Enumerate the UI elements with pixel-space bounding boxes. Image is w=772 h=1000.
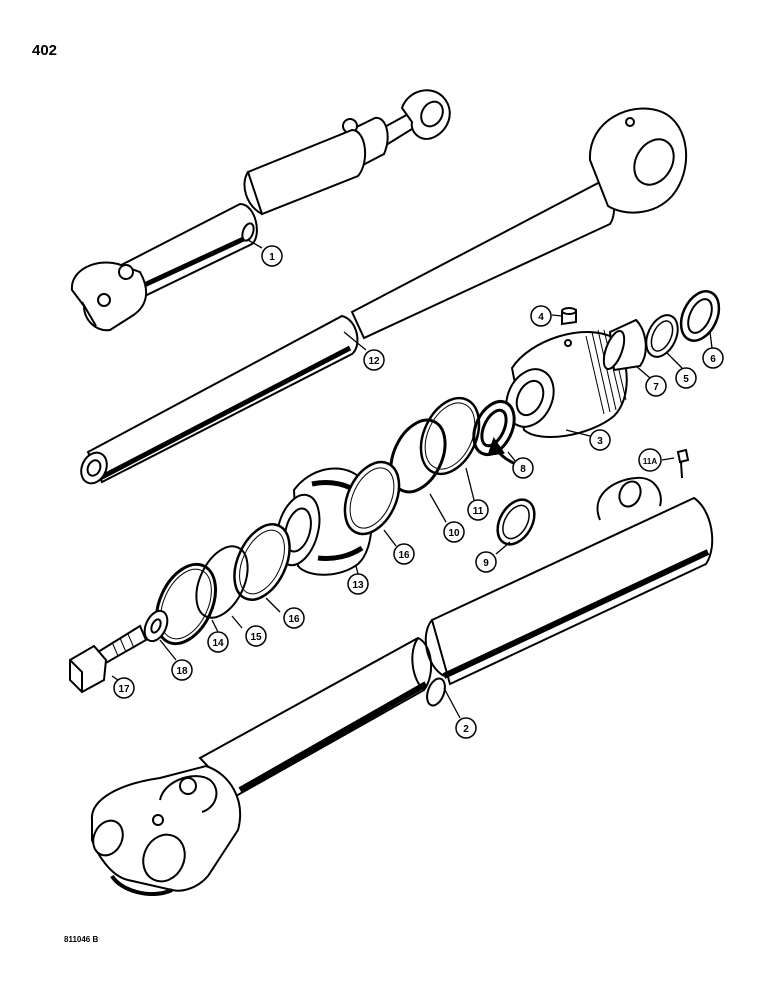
callout-4: 4 — [530, 305, 552, 327]
reference-code: 811046 B — [64, 935, 99, 944]
leader-lines — [111, 239, 713, 719]
callout-10: 10 — [443, 521, 465, 543]
piston-rod — [80, 107, 688, 485]
bleed-fitting — [676, 448, 690, 479]
callout-label: 11 — [473, 506, 484, 517]
backup-ring-piston — [195, 545, 249, 619]
callout-12: 12 — [363, 349, 385, 371]
callout-label: 8 — [520, 464, 526, 475]
washer — [143, 609, 169, 643]
page-number: 402 — [32, 42, 58, 59]
assembled-cylinder-small — [70, 89, 451, 332]
callout-label: 4 — [538, 312, 544, 323]
callout-11: 11 — [467, 499, 489, 521]
wear-ring-piston-b — [233, 523, 291, 601]
callout-label: 3 — [597, 436, 603, 447]
callout-label: 13 — [352, 580, 364, 591]
callout-13: 13 — [347, 573, 369, 595]
callout-7: 7 — [645, 375, 667, 397]
seal-ring — [496, 498, 536, 546]
callout-15: 15 — [245, 625, 267, 647]
o-ring — [645, 314, 679, 358]
callout-9: 9 — [475, 551, 497, 573]
callout-label: 6 — [710, 354, 716, 365]
callout-label: 17 — [118, 684, 130, 695]
callout-label: 9 — [483, 558, 489, 569]
callout-label: 16 — [288, 614, 300, 625]
callout-14: 14 — [207, 631, 229, 653]
callout-label: 7 — [653, 382, 659, 393]
piston-bolt — [69, 624, 148, 694]
callout-8: 8 — [512, 457, 534, 479]
callout-label: 5 — [683, 374, 689, 385]
callout-label: 15 — [250, 632, 262, 643]
callout-18: 18 — [171, 659, 193, 681]
wear-ring-piston-a — [343, 460, 401, 536]
callout-label: 18 — [176, 666, 188, 677]
wiper-seal — [679, 290, 721, 342]
cylinder-barrel — [90, 476, 714, 896]
o-ring-large — [389, 418, 447, 494]
callout-label: 11A — [643, 457, 657, 466]
callout-3: 3 — [589, 429, 611, 451]
callout-16-upper: 16 — [393, 543, 415, 565]
backup-ring — [419, 396, 481, 476]
callout-17: 17 — [113, 677, 135, 699]
callout-label: 1 — [269, 252, 275, 263]
wear-ring — [602, 318, 647, 372]
callout-label: 10 — [448, 528, 460, 539]
callout-5: 5 — [675, 367, 697, 389]
callout-label: 14 — [212, 638, 224, 649]
callout-16-lower: 16 — [283, 607, 305, 629]
callout-1: 1 — [261, 245, 283, 267]
callout-2: 2 — [455, 717, 477, 739]
callout-label: 12 — [368, 356, 380, 367]
callout-11a: 11A — [638, 448, 662, 472]
callout-label: 16 — [398, 550, 410, 561]
callout-label: 2 — [463, 724, 469, 735]
piston-seal — [154, 562, 218, 646]
set-screw — [561, 307, 577, 326]
callout-6: 6 — [702, 347, 724, 369]
